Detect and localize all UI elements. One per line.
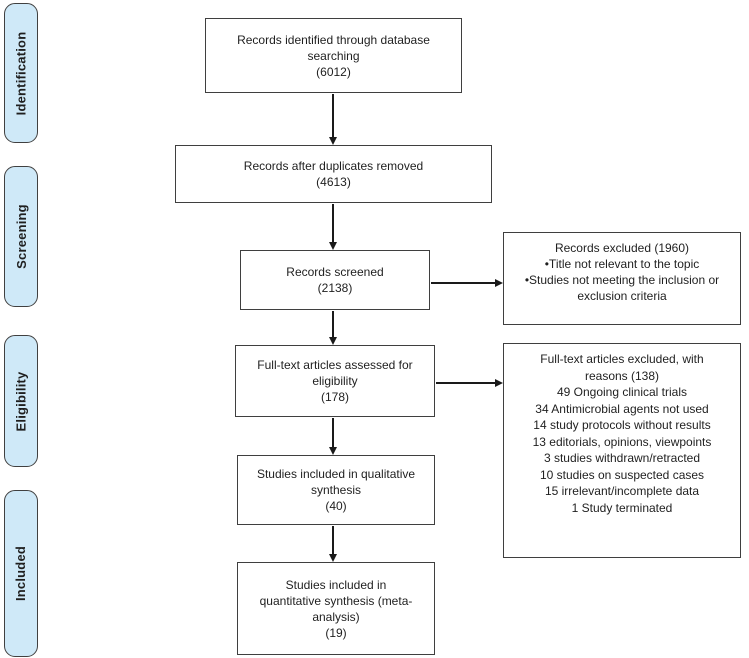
- box-line: synthesis: [310, 483, 362, 497]
- arrowhead-down-icon: [328, 137, 337, 145]
- box-records-excluded: Records excluded (1960) •Title not relev…: [503, 232, 741, 325]
- box-line: •Studies not meeting the inclusion or: [524, 273, 720, 287]
- box-quantitative-synthesis: Studies included in quantitative synthes…: [237, 562, 435, 655]
- box-line: eligibility: [312, 374, 358, 388]
- stage-identification-label: Identification: [13, 31, 29, 115]
- box-line: 1 Study terminated: [571, 500, 673, 515]
- arrowhead-down-icon: [328, 242, 337, 250]
- box-line: 13 editorials, opinions, viewpoints: [532, 434, 712, 449]
- stage-screening-label: Screening: [13, 204, 29, 269]
- box-line: Records excluded (1960): [554, 241, 690, 255]
- box-line: 34 Antimicrobial agents not used: [535, 401, 709, 416]
- stage-eligibility: Eligibility: [4, 335, 38, 467]
- arrowhead-down-icon: [328, 554, 337, 562]
- box-line: 10 studies on suspected cases: [539, 467, 705, 482]
- box-line: (6012): [316, 64, 351, 79]
- box-records-after-duplicates: Records after duplicates removed (4613): [175, 145, 492, 203]
- box-line: Studies included in qualitative: [256, 467, 416, 481]
- arrow-screened-to-excluded: [431, 278, 503, 287]
- box-line: Records after duplicates removed: [243, 159, 424, 173]
- stage-included-label: Included: [13, 545, 29, 602]
- box-line: Full-text articles excluded, with: [540, 352, 704, 366]
- box-records-screened: Records screened (2138): [240, 250, 430, 310]
- box-line: reasons (138): [584, 368, 660, 383]
- arrow-screened-to-fulltext: [328, 311, 337, 345]
- stage-screening: Screening: [4, 166, 38, 307]
- box-line: (19): [325, 625, 347, 640]
- box-line: Records identified through database: [237, 32, 430, 47]
- box-line: quantitative synthesis (meta-: [259, 593, 413, 608]
- box-line: (178): [320, 390, 349, 404]
- box-line: (4613): [316, 175, 351, 189]
- box-fulltext-excluded: Full-text articles excluded, with reason…: [503, 343, 741, 558]
- box-line: analysis): [312, 609, 360, 624]
- box-line: Records screened: [286, 265, 384, 279]
- arrow-identified-to-duplicates: [328, 94, 337, 145]
- box-line: Studies included in: [285, 577, 387, 592]
- arrowhead-right-icon: [495, 378, 503, 387]
- arrow-fulltext-to-qualitative: [328, 418, 337, 455]
- box-line: searching: [307, 48, 360, 63]
- arrow-fulltext-to-excluded: [436, 378, 503, 387]
- box-line: 3 studies withdrawn/retracted: [543, 451, 701, 465]
- arrowhead-down-icon: [328, 337, 337, 345]
- box-line: (40): [325, 499, 347, 513]
- arrow-qualitative-to-quantitative: [328, 526, 337, 562]
- arrowhead-down-icon: [328, 447, 337, 455]
- stage-eligibility-label: Eligibility: [13, 371, 29, 431]
- stage-included: Included: [4, 490, 38, 657]
- arrow-duplicates-to-screened: [328, 204, 337, 250]
- box-line: Full-text articles assessed for: [257, 358, 413, 372]
- arrowhead-right-icon: [495, 278, 503, 287]
- box-line: 15 irrelevant/incomplete data: [544, 484, 700, 498]
- box-line: (2138): [317, 281, 353, 295]
- box-fulltext-assessed: Full-text articles assessed for eligibil…: [235, 345, 435, 417]
- box-records-identified: Records identified through database sear…: [205, 18, 462, 93]
- box-line: 49 Ongoing clinical trials: [556, 385, 688, 399]
- box-line: •Title not relevant to the topic: [544, 257, 700, 271]
- stage-identification: Identification: [4, 3, 38, 143]
- box-line: 14 study protocols without results: [533, 418, 711, 432]
- box-qualitative-synthesis: Studies included in qualitative synthesi…: [237, 455, 435, 525]
- box-line: exclusion criteria: [577, 289, 667, 303]
